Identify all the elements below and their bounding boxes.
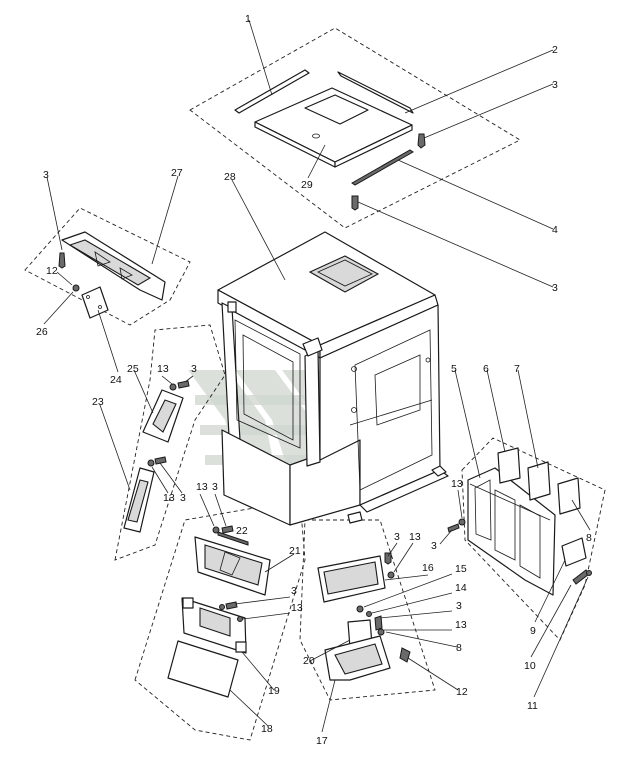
callout-3: 3 [43,169,49,181]
callout-10: 10 [524,660,536,672]
callout-12: 12 [456,686,468,698]
callout-3: 3 [552,79,558,91]
callout-3: 3 [212,481,218,493]
callout-15: 15 [455,563,467,575]
center-bolt-12 [399,647,411,663]
front-top-group-outline [24,207,191,326]
right-side-panel [467,467,556,596]
callout-13: 13 [163,492,175,504]
callout-13: 13 [451,478,463,490]
bracket-bolts [219,601,243,622]
roof-panel [254,87,413,168]
front-header-panel [61,231,166,301]
cab-frame [217,231,449,526]
rod-11 [572,569,592,585]
callout-13: 13 [196,481,208,493]
callout-8: 8 [586,532,592,544]
callout-labels: 1 2 3 4 3 29 28 27 3 12 26 24 25 13 3 23… [36,13,592,747]
callout-3: 3 [552,282,558,294]
callout-3: 3 [191,363,197,375]
callout-17: 17 [316,735,328,747]
callout-13: 13 [157,363,169,375]
left-door-group-outline [114,324,226,561]
callout-13: 13 [455,619,467,631]
callout-14: 14 [455,582,467,594]
callout-5: 5 [451,363,457,375]
small-plate-10 [561,537,587,567]
callout-3: 3 [431,540,437,552]
callout-3: 3 [456,600,462,612]
callout-28: 28 [224,171,236,183]
center-upper-box-16 [317,555,386,603]
window-pane-7 [527,461,551,501]
callout-19: 19 [268,685,280,697]
bracket-plate [81,286,109,319]
callout-3: 3 [291,585,297,597]
callout-21: 21 [289,545,301,557]
callout-13: 13 [291,602,303,614]
left-lower-panel [123,467,155,533]
callout-27: 27 [171,167,183,179]
bolt-13-lower-left [212,525,234,534]
callout-2: 2 [552,44,558,56]
callout-25: 25 [127,363,139,375]
window-pane-6 [497,447,521,484]
lower-left-group-outline [134,499,306,741]
callout-22: 22 [236,525,248,537]
roof-strip-1 [234,69,310,114]
window-pane-8 [557,477,581,515]
roof-strip-2 [337,71,414,114]
callout-3: 3 [394,531,400,543]
callout-13: 13 [409,531,421,543]
callout-8: 8 [456,642,462,654]
callout-7: 7 [514,363,520,375]
left-door-bolt-lower [147,456,167,467]
strip-22 [217,531,249,546]
callout-29: 29 [301,179,313,191]
right-panel-bolt [447,518,466,533]
center-bolts-upper [384,552,395,579]
right-panel-group-outline [461,437,606,641]
callout-24: 24 [110,374,122,386]
callout-1: 1 [245,13,251,25]
callout-3: 3 [180,492,186,504]
callout-16: 16 [422,562,434,574]
left-door-panel [142,389,184,443]
callout-4: 4 [552,224,558,236]
callout-23: 23 [92,396,104,408]
leader-lines-extra [151,375,463,631]
callout-20: 20 [303,655,315,667]
callout-26: 26 [36,326,48,338]
leader-lines [43,19,591,733]
lower-left-frame-21 [194,536,271,596]
roof-bolt-upper [417,133,426,149]
callout-18: 18 [261,723,273,735]
left-door-bolt-upper [169,380,190,391]
callout-12: 12 [46,265,58,277]
callout-11: 11 [527,700,538,712]
callout-6: 6 [483,363,489,375]
header-nut [72,284,80,292]
bracket-19 [181,597,247,654]
callout-9: 9 [530,625,536,637]
panel-18 [167,640,239,698]
header-bolt [58,252,66,269]
center-base-plate-17 [324,635,391,681]
roof-bolt-lower [351,195,359,211]
roof-seal-strip [351,149,414,186]
